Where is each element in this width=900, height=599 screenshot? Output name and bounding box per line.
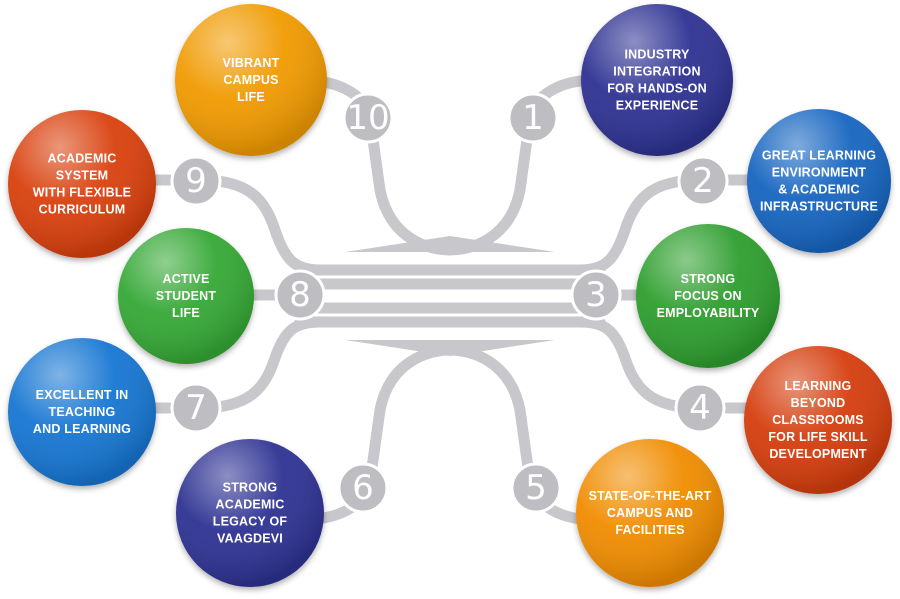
connector-5 — [444, 344, 602, 526]
bubble-shine — [118, 228, 254, 364]
bubble-label-line: ACADEMIC — [216, 498, 285, 512]
bubble-label-line: VIBRANT — [223, 56, 280, 70]
bubble-shine — [8, 110, 156, 258]
number-badge-8: 8 — [274, 269, 326, 321]
number-badge-6: 6 — [337, 462, 389, 514]
bubble-shine — [581, 4, 733, 156]
badge-circle — [170, 155, 222, 207]
bubble-label-line: FOR HANDS-ON — [607, 82, 707, 96]
bubble-label-line: STUDENT — [156, 289, 217, 303]
bubble-shine — [636, 224, 780, 368]
badge-number: 4 — [689, 388, 711, 428]
bubble-label-line: GREAT LEARNING — [762, 149, 876, 163]
badge-circle — [337, 462, 389, 514]
bubble-label-line: EMPLOYABILITY — [657, 306, 760, 320]
badge-circle — [170, 382, 222, 434]
connector-4 — [574, 316, 766, 414]
badge-circle — [274, 269, 326, 321]
badge-circle — [570, 269, 622, 321]
bubble-label-line: DEVELOPMENT — [769, 447, 867, 461]
feature-bubble-6: STRONG ACADEMIC LEGACY OF VAAGDEVI — [176, 439, 324, 587]
bubble-shine — [744, 346, 892, 494]
bubble-label-line: INFRASTRUCTURE — [760, 200, 878, 214]
bubble-label-line: LEARNING — [785, 379, 852, 393]
bubble-label-line: LIFE — [237, 90, 265, 104]
connector-2 — [574, 174, 766, 276]
center-wedge-bottom — [345, 340, 555, 356]
feature-bubble-4: LEARNING BEYOND CLASSROOMS FOR LIFE SKILL DE… — [744, 346, 892, 494]
feature-bubble-5: STATE-OF-THE-ART CAMPUS AND FACILITIES — [576, 439, 724, 587]
number-badge-1: 1 — [507, 92, 559, 144]
bubble-label-line: BEYOND — [791, 396, 846, 410]
badge-circle — [677, 155, 729, 207]
badge-circle — [674, 382, 726, 434]
bubble-label-line: FACILITIES — [615, 523, 684, 537]
bubble-label-line: CAMPUS — [223, 73, 278, 87]
badge-circle — [342, 92, 394, 144]
bubble-shine — [747, 109, 891, 253]
bubble-label-line: CAMPUS AND — [607, 506, 693, 520]
bubble-label-line: STATE-OF-THE-ART — [589, 489, 712, 503]
badge-number: 8 — [289, 275, 311, 315]
bubble-label-line: INDUSTRY — [624, 48, 689, 62]
bubble-label-line: ACADEMIC — [48, 152, 117, 166]
number-badge-2: 2 — [677, 155, 729, 207]
badge-number: 3 — [585, 275, 607, 315]
connector-7 — [144, 316, 326, 414]
badge-number: 2 — [692, 161, 714, 201]
bubble-label-line: ACTIVE — [162, 272, 209, 286]
feature-bubble-9: ACADEMIC SYSTEM WITH FLEXIBLE CURRICULUM — [8, 110, 156, 258]
bubble-label-line: FOR LIFE SKILL — [768, 430, 867, 444]
bubble-label-line: LIFE — [172, 306, 200, 320]
badge-number: 7 — [185, 388, 207, 428]
bubble-label-line: EXPERIENCE — [616, 99, 699, 113]
bubble-label-line: LEGACY OF — [213, 515, 288, 529]
badge-circle — [510, 462, 562, 514]
connector-lines — [144, 74, 766, 526]
feature-bubble-1: INDUSTRY INTEGRATION FOR HANDS-ON EXPERIENC… — [581, 4, 733, 156]
number-badge-10: 10 — [342, 92, 394, 144]
feature-bubble-7: EXCELLENT IN TEACHING AND LEARNING — [8, 338, 156, 486]
badge-layer: 1 2 3 4 5 6 7 8 9 10 — [170, 92, 729, 514]
feature-bubble-3: STRONG FOCUS ON EMPLOYABILITY — [636, 224, 780, 368]
number-badge-4: 4 — [674, 382, 726, 434]
badge-number: 10 — [346, 98, 389, 138]
feature-bubble-8: ACTIVE STUDENT LIFE — [118, 228, 254, 364]
bubble-label-line: INTEGRATION — [613, 65, 700, 79]
bubble-layer: INDUSTRY INTEGRATION FOR HANDS-ON EXPERIENC… — [8, 4, 892, 587]
bubble-label-line: CURRICULUM — [39, 203, 126, 217]
bubble-label-line: EXCELLENT IN — [36, 388, 129, 402]
badge-circle — [507, 92, 559, 144]
badge-number: 1 — [522, 98, 544, 138]
bubble-label-line: STRONG — [223, 481, 278, 495]
bubble-label-line: SYSTEM — [56, 169, 109, 183]
number-badge-3: 3 — [570, 269, 622, 321]
bubble-shine — [176, 439, 324, 587]
feature-bubble-2: GREAT LEARNING ENVIRONMENT & ACADEMIC INFRA… — [747, 109, 891, 253]
connector-9 — [144, 174, 326, 276]
number-badge-7: 7 — [170, 382, 222, 434]
badge-number: 9 — [185, 161, 207, 201]
bubble-label-line: FOCUS ON — [674, 289, 742, 303]
bubble-label-line: & ACADEMIC — [778, 183, 859, 197]
bubble-shine — [8, 338, 156, 486]
bubble-label-line: STRONG — [681, 272, 736, 286]
feature-bubble-10: VIBRANT CAMPUS LIFE — [175, 4, 327, 156]
number-badge-9: 9 — [170, 155, 222, 207]
bubble-label-line: WITH FLEXIBLE — [33, 186, 131, 200]
connector-6 — [294, 344, 456, 526]
bubble-label-line: ENVIRONMENT — [772, 166, 867, 180]
bubble-label-line: CLASSROOMS — [772, 413, 864, 427]
bubble-shine — [175, 4, 327, 156]
bubble-shine — [576, 439, 724, 587]
badge-number: 5 — [525, 468, 547, 508]
center-wedge-top — [345, 236, 555, 252]
bubble-label-line: VAAGDEVI — [217, 532, 283, 546]
number-badge-5: 5 — [510, 462, 562, 514]
bubble-label-line: AND LEARNING — [33, 422, 131, 436]
bubble-label-line: TEACHING — [49, 405, 116, 419]
badge-number: 6 — [352, 468, 374, 508]
